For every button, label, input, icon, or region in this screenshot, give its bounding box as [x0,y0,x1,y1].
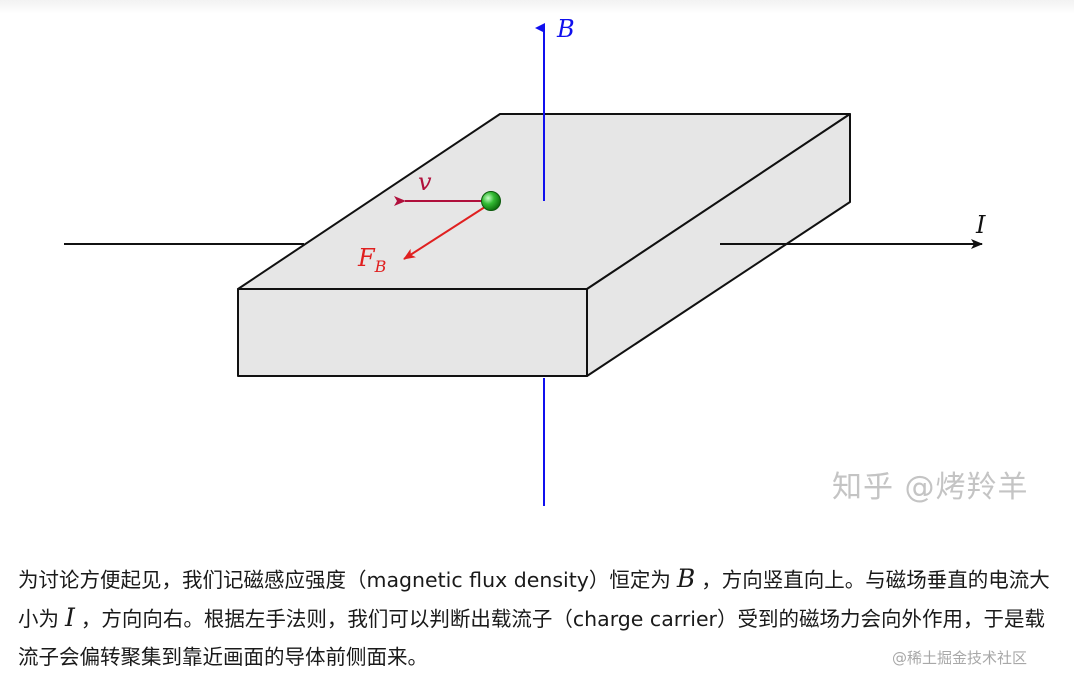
caption-var-i: I [65,603,75,632]
label-force-main: F [357,244,376,272]
label-force: FB [357,244,387,276]
caption-text-part2: ，方向竖直向上。与磁场垂直的电流大小为 [18,568,1050,631]
caption-paragraph: 为讨论方便起见，我们记磁感应强度（magnetic flux density）恒… [18,560,1058,676]
hall-effect-diagram: B I v FB [64,15,986,506]
zhihu-watermark: 知乎 @烤羚羊 [832,470,1029,505]
caption-var-b: B [676,564,696,593]
slab-front-face [237,288,588,377]
label-velocity: v [418,168,432,196]
top-band [0,0,1074,14]
juejin-watermark: @稀土掘金技术社区 [892,649,1028,667]
caption-text-part3: ，方向向右。根据左手法则，我们可以判断出载流子（charge carrier）受… [18,607,1045,669]
force-arrow [403,204,489,260]
label-force-subscript: B [374,257,387,276]
caption-text-part1: 为讨论方便起见，我们记磁感应强度（magnetic flux density）恒… [18,568,671,592]
label-current: I [975,211,986,239]
label-b-field: B [556,15,575,43]
charge-carrier [481,191,501,211]
